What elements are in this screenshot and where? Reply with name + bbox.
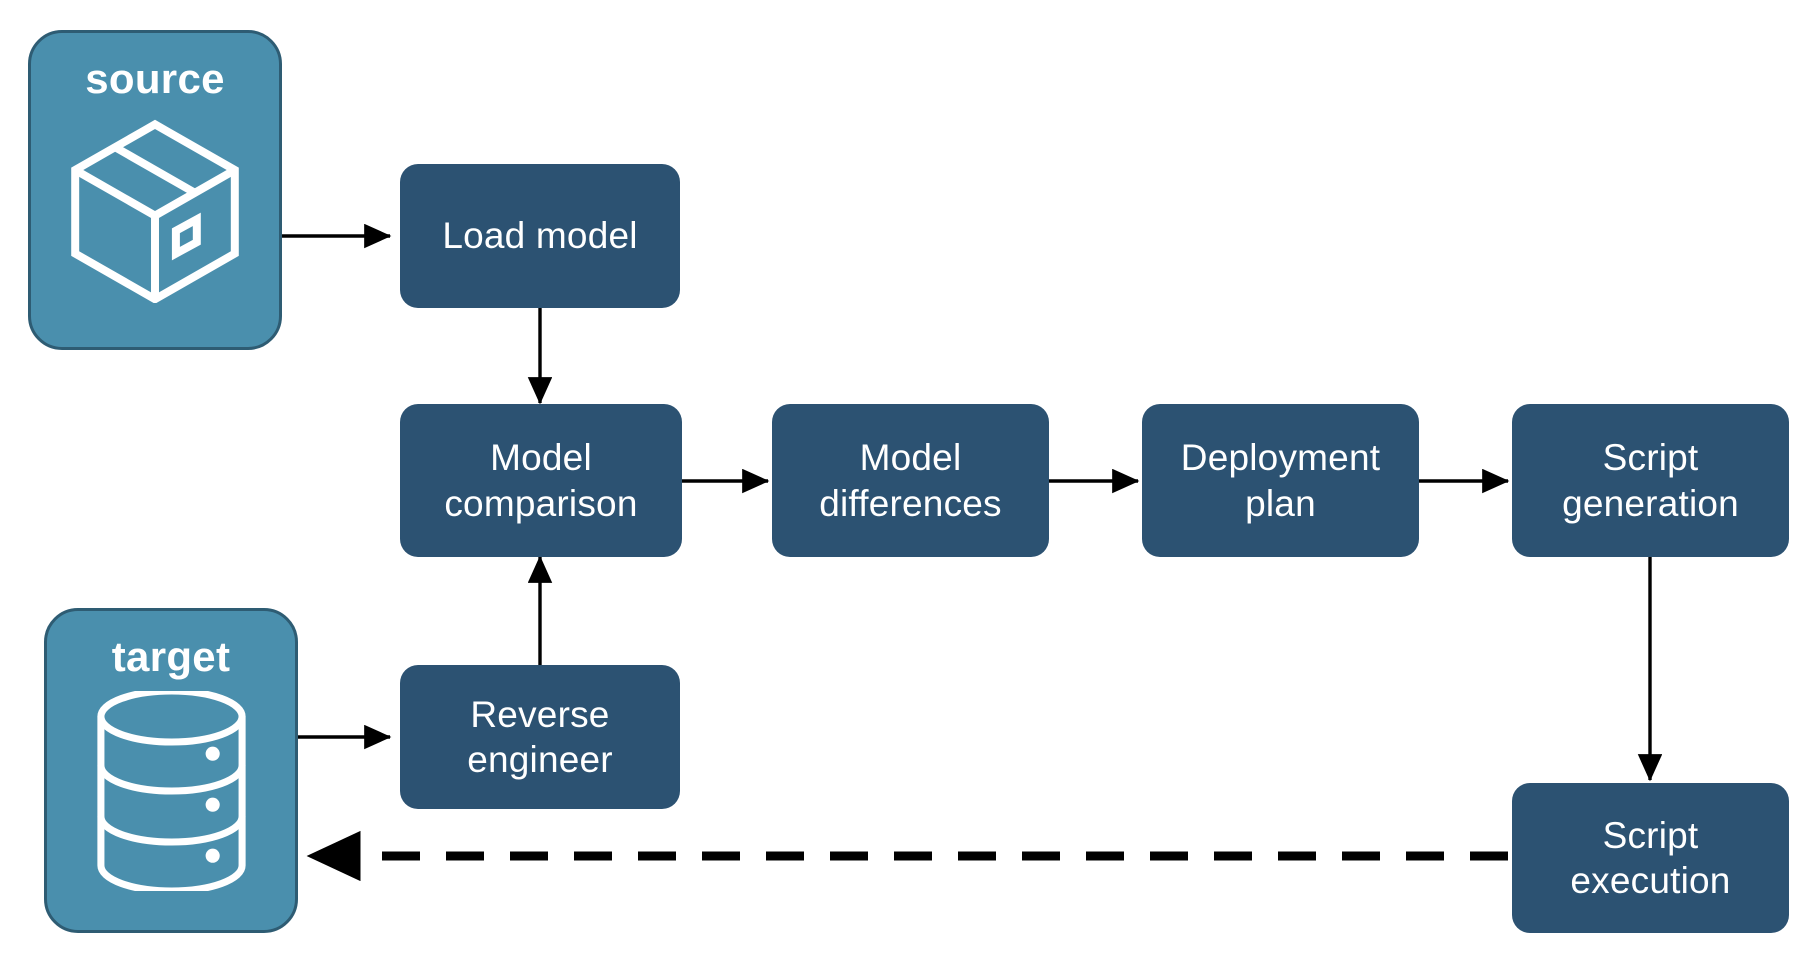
node-source-label: source [85, 55, 225, 102]
node-script-generation-label: Script generation [1562, 437, 1739, 524]
node-model-comparison[interactable]: Model comparison [400, 404, 682, 557]
node-source[interactable]: source [28, 30, 282, 350]
node-model-comparison-label: Model comparison [444, 437, 638, 524]
node-target-label: target [111, 633, 231, 680]
node-script-generation[interactable]: Script generation [1512, 404, 1789, 557]
node-target[interactable]: target [44, 608, 298, 933]
node-deployment-plan-label: Deployment plan [1180, 437, 1381, 524]
node-reverse-engineer[interactable]: Reverse engineer [400, 665, 680, 809]
node-load-model-label: Load model [442, 215, 638, 257]
package-box-icon [60, 113, 250, 308]
node-deployment-plan[interactable]: Deployment plan [1142, 404, 1419, 557]
node-reverse-engineer-label: Reverse engineer [467, 693, 613, 780]
node-model-differences-label: Model differences [819, 437, 1002, 524]
database-cylinder-icon [89, 687, 254, 896]
node-script-execution-label: Script execution [1570, 814, 1731, 901]
node-script-execution[interactable]: Script execution [1512, 783, 1789, 933]
node-load-model[interactable]: Load model [400, 164, 680, 308]
node-model-differences[interactable]: Model differences [772, 404, 1049, 557]
